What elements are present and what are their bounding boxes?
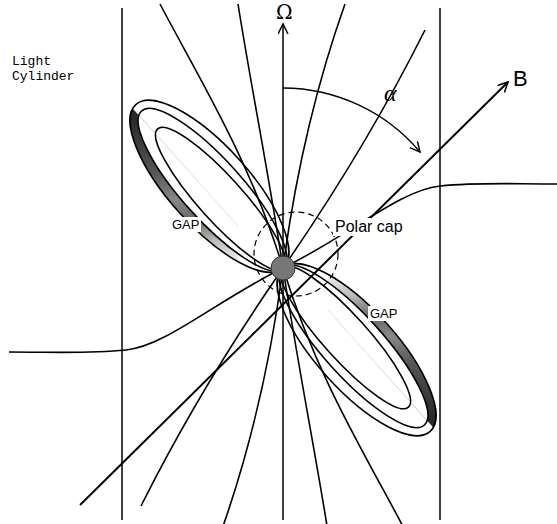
polar-cap-outline xyxy=(254,212,338,296)
cylinder-label: Light Cylinder xyxy=(12,54,92,84)
gap-label: GAP xyxy=(368,306,399,321)
angle-arc xyxy=(283,88,420,152)
magnetic-axis xyxy=(80,82,508,505)
neutron-star xyxy=(271,256,295,280)
gap-label: GAP xyxy=(170,217,201,232)
region-label: Polar cap xyxy=(333,218,405,236)
angle-label: α xyxy=(384,80,397,107)
axis-label: B xyxy=(513,66,528,92)
field-lines xyxy=(106,4,557,295)
light-cylinder-line xyxy=(439,8,441,520)
axis-label: Ω xyxy=(276,0,293,24)
light-cylinder-line xyxy=(121,8,123,520)
